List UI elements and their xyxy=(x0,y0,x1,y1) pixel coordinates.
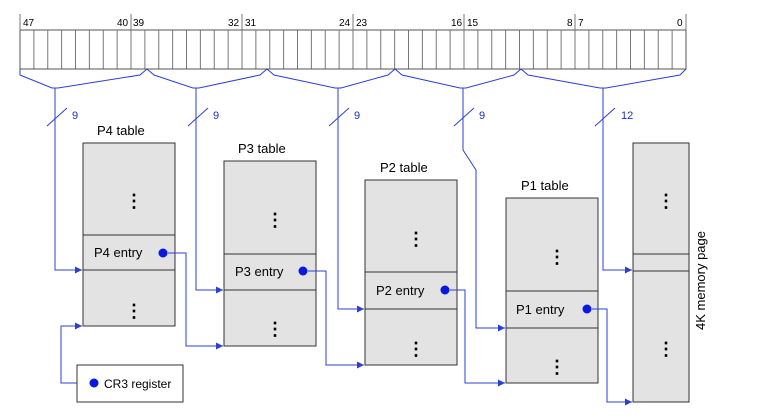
bit-tick-marks xyxy=(19,14,687,69)
bus-slash xyxy=(328,107,350,127)
p3-entry-pointer-dot xyxy=(298,266,308,276)
bit-label-8: 8 xyxy=(567,18,573,29)
field-width-p2: 9 xyxy=(354,110,360,122)
field-brackets xyxy=(19,68,687,89)
field-width-offset: 12 xyxy=(621,110,633,122)
field-width-p3: 9 xyxy=(213,110,219,122)
p2-table: P2 table ⋮ ⋮ P2 entry xyxy=(364,160,458,366)
ellipsis: ⋮ xyxy=(657,339,675,359)
p4-table: P4 table ⋮ ⋮ P4 entry xyxy=(82,123,176,327)
p1-entry-pointer-dot xyxy=(582,304,592,314)
bit-label-16: 16 xyxy=(451,18,463,29)
p3-table: P3 table ⋮ ⋮ P3 entry xyxy=(223,141,317,347)
bit-label-15: 15 xyxy=(467,18,479,29)
ellipsis: ⋮ xyxy=(407,229,425,249)
field-width-annotations: 9 9 9 9 12 xyxy=(46,107,633,127)
index-wires xyxy=(54,88,632,332)
p2-entry-pointer-dot xyxy=(440,285,450,295)
pointer-wires xyxy=(168,252,632,406)
p2-table-title: P2 table xyxy=(380,160,428,175)
memory-page-target-row xyxy=(632,253,690,272)
cr3-register-label: CR3 register xyxy=(104,377,171,391)
bit-label-0: 0 xyxy=(677,18,683,29)
bit-label-47: 47 xyxy=(23,18,35,29)
ellipsis: ⋮ xyxy=(125,301,143,321)
ellipsis: ⋮ xyxy=(407,339,425,359)
ellipsis: ⋮ xyxy=(266,319,284,339)
virtual-address-register xyxy=(19,14,687,70)
bit-labels: 47 40 39 32 31 24 23 16 15 8 7 0 xyxy=(23,18,683,29)
p1-table-title: P1 table xyxy=(521,178,569,193)
memory-page: ⋮ ⋮ 4K memory page xyxy=(632,142,708,403)
p3-entry-label: P3 entry xyxy=(235,264,284,279)
bit-label-39: 39 xyxy=(133,18,145,29)
cr3-pointer-dot xyxy=(89,378,99,388)
bit-label-31: 31 xyxy=(245,18,257,29)
ellipsis: ⋮ xyxy=(548,357,566,377)
bus-slash xyxy=(46,107,68,127)
ellipsis: ⋮ xyxy=(657,191,675,211)
field-width-p4: 9 xyxy=(72,110,78,122)
p2-entry-label: P2 entry xyxy=(376,283,425,298)
cr3-register: CR3 register xyxy=(60,322,184,403)
p1-table: P1 table ⋮ ⋮ P1 entry xyxy=(505,178,599,384)
ellipsis: ⋮ xyxy=(125,191,143,211)
field-width-p1: 9 xyxy=(479,110,485,122)
cr3-wire xyxy=(60,322,82,384)
bit-label-40: 40 xyxy=(117,18,129,29)
ellipsis: ⋮ xyxy=(266,210,284,230)
p4-entry-pointer-dot xyxy=(158,248,168,258)
memory-page-label: 4K memory page xyxy=(693,231,708,330)
p1-entry-label: P1 entry xyxy=(516,302,565,317)
ellipsis: ⋮ xyxy=(548,247,566,267)
p4-entry-label: P4 entry xyxy=(94,245,143,260)
bit-label-23: 23 xyxy=(356,18,368,29)
p3-table-title: P3 table xyxy=(238,141,286,156)
bit-label-32: 32 xyxy=(228,18,240,29)
p4-table-title: P4 table xyxy=(97,123,145,138)
bit-label-7: 7 xyxy=(578,18,584,29)
bus-slash xyxy=(187,107,209,127)
bit-label-24: 24 xyxy=(339,18,351,29)
bus-slash xyxy=(594,107,616,127)
bus-slash xyxy=(453,107,475,127)
